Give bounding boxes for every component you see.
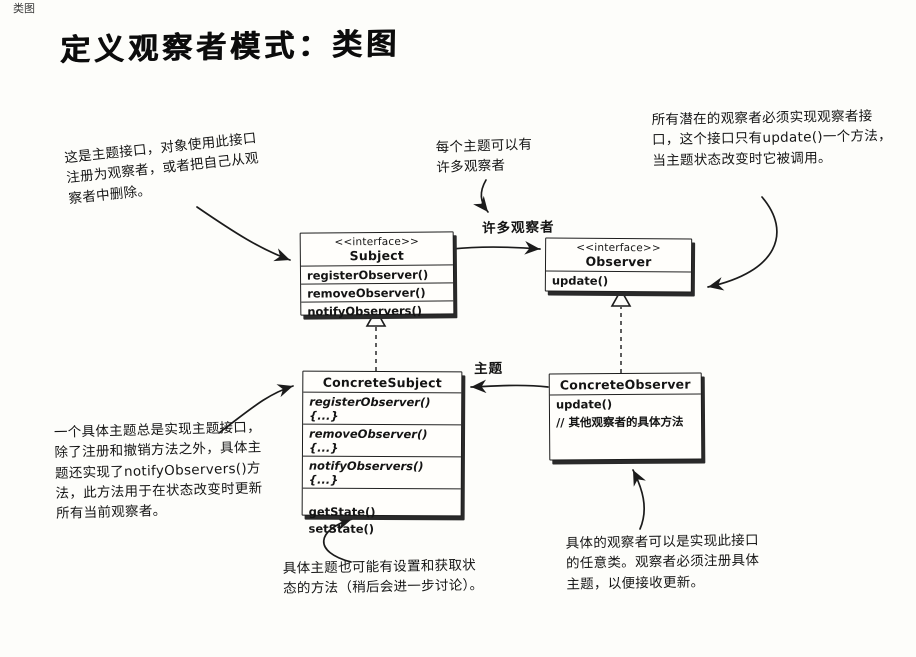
annotation-concrete-observer: 具体的观察者可以是实现此接口的任意类。观察者必须注册具体主题，以便接收更新。 — [565, 532, 760, 593]
concrete-subject-compartment-gap — [302, 487, 461, 504]
concrete-observer-comment: // 其他观察者的具体方法 — [555, 414, 684, 430]
annotation-concrete-subject: 一个具体主题总是实现主题接口，除了注册和撤销方法之外，具体主题还实现了notif… — [53, 419, 263, 522]
annotation-many-observers: 每个主题可以有许多观察者 — [435, 136, 533, 177]
subject-header: <<interface>> Subject — [301, 232, 453, 265]
observer-stereotype: <<interface>> — [576, 241, 661, 255]
annotation-subject-interface: 这是主题接口，对象使用此接口注册为观察者，或者把自己从观察者中删除。 — [63, 130, 260, 207]
subject-method: notifyObservers() — [301, 300, 454, 320]
concrete-subject-method: setState() — [308, 521, 375, 536]
note-arrow-observer-interface — [707, 196, 778, 291]
concrete-subject-method: removeObserver() {...} — [302, 423, 462, 457]
inheritance-arrow-concrete-observer — [610, 288, 632, 373]
annotation-observer-interface: 所有潜在的观察者必须实现观察者接口，这个接口只有update()一个方法，当主题… — [651, 108, 893, 169]
edge-label-many-observers: 许多观察者 — [481, 219, 555, 237]
concrete-subject-method: registerObserver() {...} — [303, 391, 462, 425]
edge-label-subject: 主题 — [473, 360, 504, 378]
page-header-fragment: 类图 — [13, 2, 35, 15]
class-box-subject: <<interface>> Subject registerObserver()… — [299, 231, 455, 320]
association-arrow-observer-to-subject — [470, 379, 549, 394]
concrete-observer-method: update() — [549, 393, 701, 413]
note-arrow-many-observers — [473, 179, 489, 213]
concrete-subject-class-name: ConcreteSubject — [322, 374, 442, 391]
subject-method: removeObserver() — [301, 282, 454, 302]
class-box-concrete-subject: ConcreteSubject registerObserver() {...}… — [301, 370, 463, 536]
class-box-concrete-observer: ConcreteObserver update() // 其他观察者的具体方法 — [548, 372, 703, 461]
note-arrow-subject-interface — [196, 206, 291, 262]
class-box-observer: <<interface>> Observer update() — [544, 237, 693, 293]
concrete-subject-header: ConcreteSubject — [303, 372, 461, 393]
concrete-observer-class-name: ConcreteObserver — [559, 376, 691, 393]
subject-class-name: Subject — [349, 247, 405, 264]
association-arrow-subject-to-observer — [451, 241, 541, 255]
observer-class-name: Observer — [585, 253, 652, 270]
observer-header: <<interface>> Observer — [546, 238, 691, 271]
note-arrow-concrete-observer — [632, 469, 646, 530]
annotation-get-set-state: 具体主题也可能有设置和获取状态的方法（稍后会进一步讨论）。 — [282, 557, 484, 598]
page-title: 定义观察者模式：类图 — [59, 26, 401, 69]
concrete-subject-method: getState() — [308, 504, 376, 519]
inheritance-arrow-concrete-subject — [365, 308, 387, 371]
observer-method: update() — [545, 270, 691, 290]
concrete-subject-method: notifyObservers() {...} — [302, 455, 461, 489]
subject-method: registerObserver() — [300, 264, 454, 284]
concrete-observer-header: ConcreteObserver — [550, 373, 701, 394]
